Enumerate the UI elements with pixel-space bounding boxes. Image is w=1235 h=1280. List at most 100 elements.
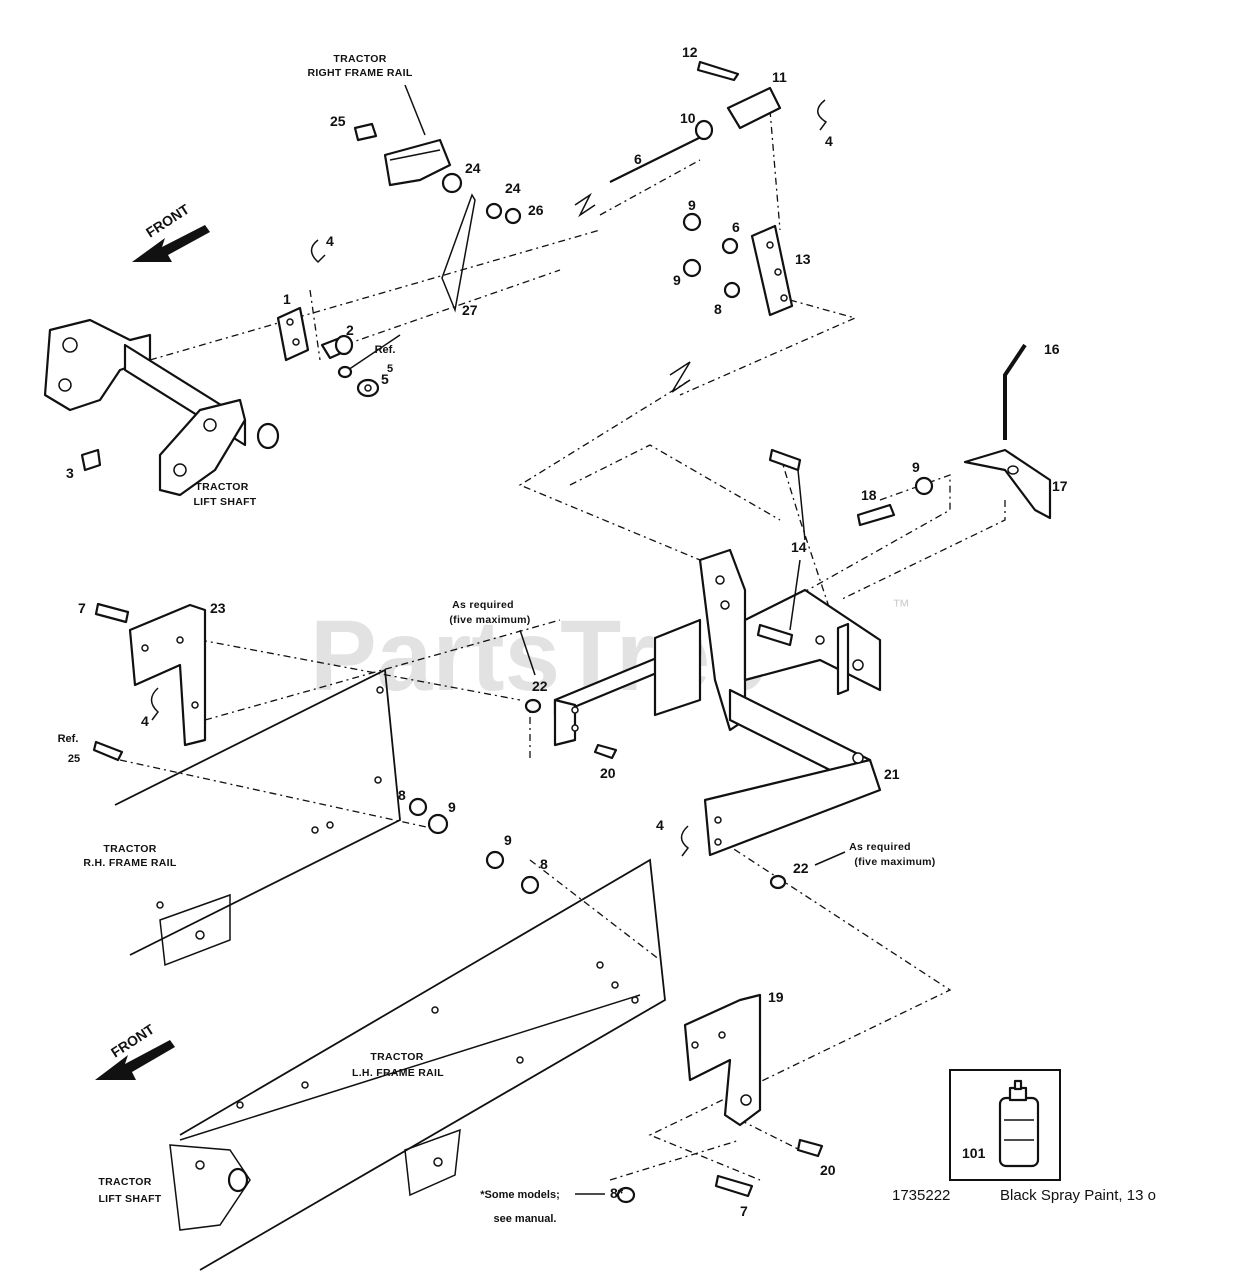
part-7-bolt-a: [94, 602, 130, 624]
part-4-clip-b: [817, 99, 828, 131]
caption-lift-shaft-1: TRACTOR: [195, 481, 248, 493]
callout-23: 23: [210, 600, 226, 616]
part-8-washer-a: [408, 797, 428, 817]
callout-9a: 9: [688, 197, 696, 213]
callout-11: 11: [772, 69, 787, 85]
part-8-washer-c: [520, 875, 540, 895]
part-4-clip-c: [150, 687, 160, 721]
caption-front-top: FRONT: [143, 201, 193, 241]
part-22-washer-a: [524, 698, 542, 714]
callout-8a: 8: [714, 301, 722, 317]
caption-as-required-2b: (five maximum): [854, 856, 935, 868]
callout-7a: 7: [78, 600, 86, 616]
callout-14: 14: [791, 539, 807, 555]
caption-rh-rail-2: R.H. FRAME RAIL: [83, 857, 176, 869]
callout-16: 16: [1044, 341, 1060, 357]
callout-5: 5: [381, 371, 389, 387]
part-22-washer-b: [769, 874, 787, 890]
caption-some-models-1: *Some models;: [480, 1189, 559, 1201]
part-4-clip-d: [680, 825, 690, 857]
caption-rh-rail-1: TRACTOR: [103, 843, 156, 855]
caption-right-rail-1: TRACTOR: [333, 53, 386, 65]
inset-description: Black Spray Paint, 13 o: [1000, 1187, 1156, 1204]
part-13-bracket: [750, 224, 794, 317]
callout-9d: 9: [448, 799, 456, 815]
callout-24b: 24: [505, 180, 521, 196]
callout-13: 13: [795, 251, 811, 267]
caption-as-required-1a: As required: [452, 599, 514, 611]
callout-2: 2: [346, 322, 354, 338]
right-frame-rail-plate: [353, 122, 522, 225]
part-20-bolt-a: [593, 743, 618, 760]
caption-as-required-2a: As required: [849, 841, 911, 853]
callout-8-star: 8*: [610, 1185, 624, 1201]
lift-shaft-top: [43, 318, 280, 497]
callout-3: 3: [66, 465, 74, 481]
caption-lh-rail-2: L.H. FRAME RAIL: [352, 1067, 444, 1079]
part-17-bracket: [963, 448, 1052, 520]
lh-frame-rail: [179, 858, 666, 1271]
callout-22b: 22: [793, 860, 809, 876]
part-20-bolt-b: [796, 1138, 824, 1158]
part-9-nut-d: [427, 813, 449, 835]
break-mark: [574, 192, 596, 218]
callout-6a: 6: [634, 151, 642, 167]
part-9-nut-a: [682, 212, 702, 232]
callout-6b: 6: [732, 219, 740, 235]
inset-box: [949, 1069, 1061, 1181]
break-mark-2: [669, 361, 691, 393]
part-9-nut-b: [682, 258, 702, 278]
part-9-nut-e: [485, 850, 505, 870]
part-21-frame: [553, 548, 882, 857]
callout-21: 21: [884, 766, 900, 782]
front-arrow-bottom: [95, 1040, 175, 1080]
caption-some-models-2: see manual.: [494, 1213, 557, 1225]
caption-ref5-a: Ref.: [375, 344, 396, 356]
part-2-bolt: [320, 334, 354, 360]
leader: [789, 469, 806, 631]
callout-1: 1: [283, 291, 291, 307]
callout-7b: 7: [740, 1203, 748, 1219]
caption-ref25-b: 25: [68, 753, 80, 765]
caption-right-rail-2: RIGHT FRAME RAIL: [307, 67, 412, 79]
callout-9c: 9: [912, 459, 920, 475]
part-1-bracket: [276, 306, 310, 362]
watermark-tm: ™: [892, 596, 910, 616]
part-18-bolt: [856, 503, 896, 527]
part-27-strap: [441, 193, 476, 313]
cable-ref5: [344, 334, 401, 373]
part-10-ferrule: [694, 119, 714, 141]
callout-9e: 9: [504, 832, 512, 848]
bolt-14-top: [768, 448, 802, 472]
part-25-bolt: [353, 122, 378, 142]
part-12-pin: [696, 60, 740, 82]
part-16-rod: [1003, 343, 1027, 440]
callout-24a: 24: [465, 160, 481, 176]
caption-ref25-a: Ref.: [58, 733, 79, 745]
front-arrow-top: [132, 225, 210, 262]
inset-part-number: 1735222: [892, 1187, 950, 1204]
bolt-ref25: [92, 740, 124, 762]
leader: [814, 851, 846, 866]
callout-18: 18: [861, 487, 877, 503]
part-19-bracket: [683, 993, 762, 1127]
callout-27: 27: [462, 302, 478, 318]
part-4-clip: [310, 239, 326, 264]
inset-number: 101: [962, 1145, 986, 1161]
callout-4b: 4: [326, 233, 334, 249]
callout-22a: 22: [532, 678, 548, 694]
part-8-washer-star: [616, 1186, 636, 1204]
part-23-bracket: [94, 602, 207, 747]
callout-12: 12: [682, 44, 698, 60]
callout-17: 17: [1052, 478, 1068, 494]
callout-9b: 9: [673, 272, 681, 288]
callout-20a: 20: [600, 765, 616, 781]
caption-as-required-1b: (five maximum): [449, 614, 530, 626]
leader: [519, 629, 536, 676]
assembly-lines: [119, 109, 1006, 1181]
rh-frame-rail: [114, 668, 401, 967]
caption-lift-shaft-b-2: LIFT SHAFT: [98, 1193, 161, 1205]
part-6-rod: [609, 134, 706, 183]
caption-lift-shaft-b-1: TRACTOR: [98, 1176, 151, 1188]
